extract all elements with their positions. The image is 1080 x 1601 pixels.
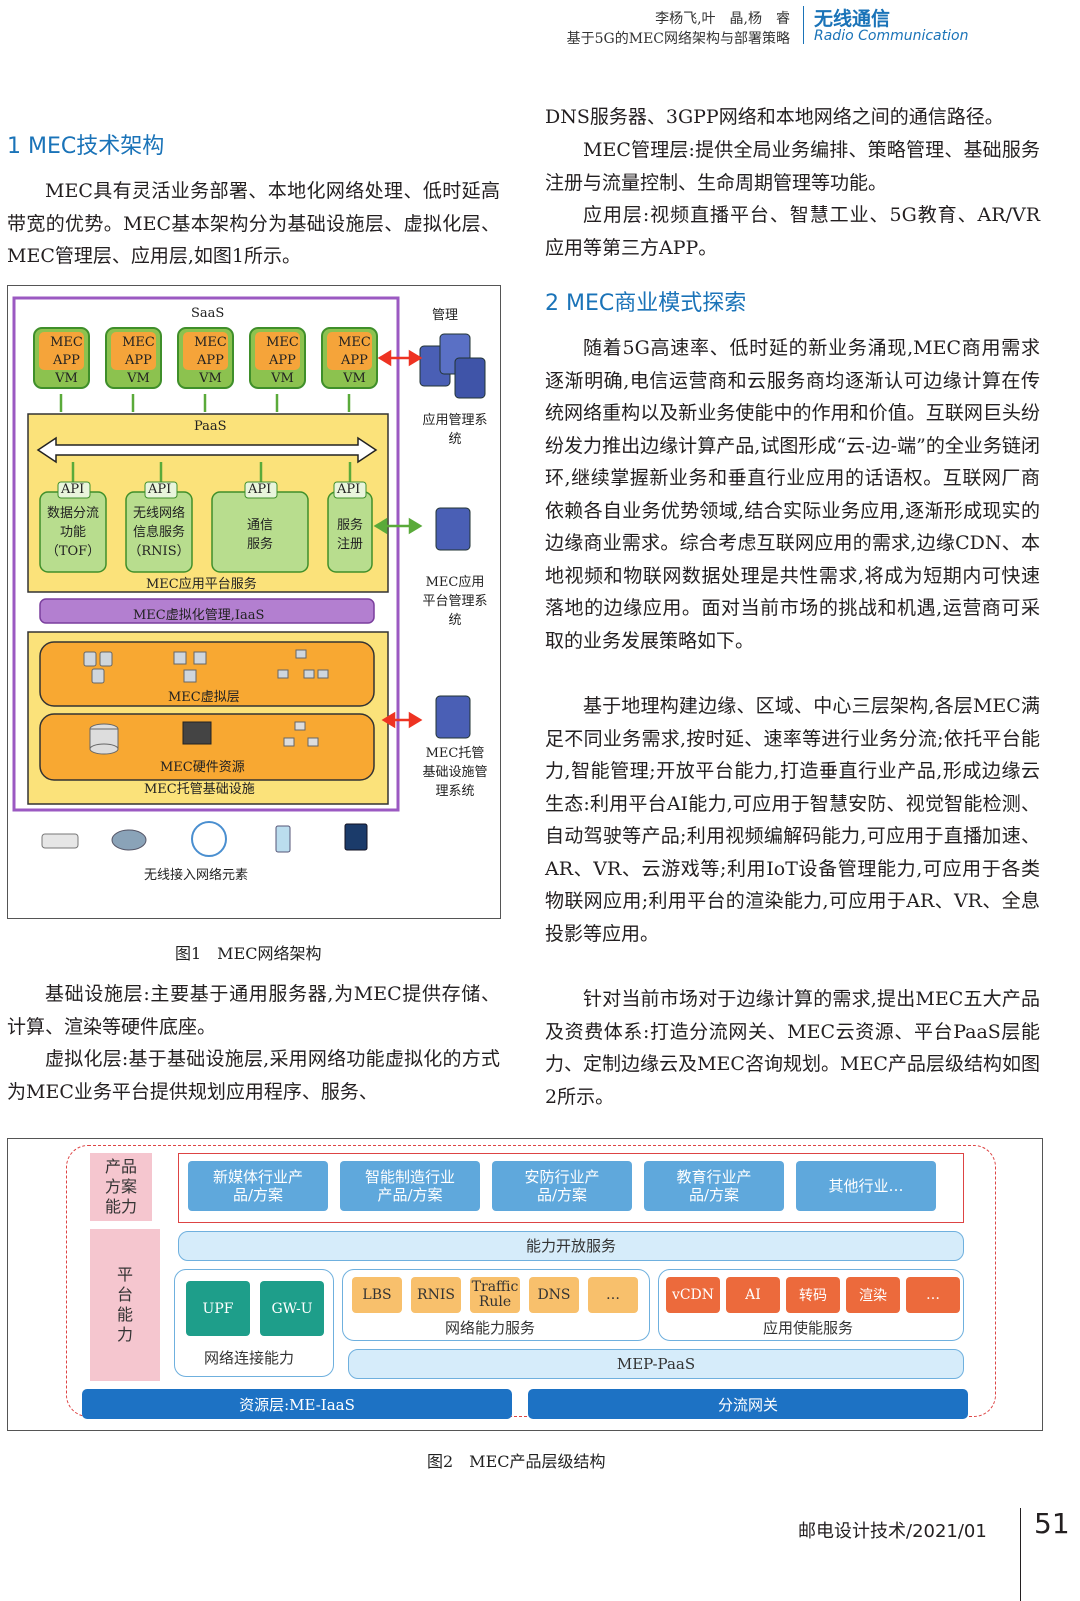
footer-rule xyxy=(1020,1508,1021,1601)
fig2-open-service: 能力开放服务 xyxy=(178,1231,964,1261)
database-icon xyxy=(89,723,119,755)
header-journal-en: Radio Communication xyxy=(814,28,969,44)
fig2-rnis: RNIS xyxy=(411,1277,461,1313)
fig2-transcode: 转码 xyxy=(786,1277,840,1313)
figure-2: 产品方案能力 新媒体行业产品/方案 智能制造行业产品/方案 安防行业产品/方案 … xyxy=(7,1138,1043,1431)
fig1-svc-register: 服务注册 xyxy=(336,518,363,552)
fig2-product-5: 其他行业… xyxy=(796,1161,936,1211)
fig2-product-1: 新媒体行业产品/方案 xyxy=(188,1161,328,1211)
fig1-api-1: API xyxy=(61,482,85,497)
fig2-net-conn-label: 网络连接能力 xyxy=(204,1349,295,1367)
footer-journal: 邮电设计技术/2021/01 xyxy=(798,1521,987,1542)
fig1-paas-label: PaaS xyxy=(194,419,227,434)
fig1-hosting-mgmt: MEC托管基础设施管理系统 xyxy=(422,746,488,799)
fig1-svc-comm: 通信服务 xyxy=(246,518,273,552)
fig2-gwu: GW-U xyxy=(260,1281,324,1336)
fig1-virt-layer: MEC虚拟层 xyxy=(168,690,240,705)
fig2-upf: UPF xyxy=(186,1281,250,1336)
page-number: 51 xyxy=(1034,1507,1070,1540)
fig2-product-4: 教育行业产品/方案 xyxy=(644,1161,784,1211)
server-icons xyxy=(419,333,486,739)
section-2-title: 2 MEC商业模式探索 xyxy=(545,291,747,316)
figure-1-caption: 图1 MEC网络架构 xyxy=(175,944,322,963)
fig1-api-3: API xyxy=(248,482,272,497)
section-1-title: 1 MEC技术架构 xyxy=(7,134,165,159)
section-1-paragraph: MEC具有灵活业务部署、本地化网络处理、低时延高带宽的优势。MEC基本架构分为基… xyxy=(7,180,500,267)
fig2-render: 渲染 xyxy=(846,1277,900,1313)
app-layer-paragraph: 应用层:视频直播平台、智慧工业、5G教育、AR/VR应用等第三方APP。 xyxy=(545,204,1040,259)
section-2-paragraph-1: 随着5G高速率、低时延的新业务涌现,MEC商用需求逐渐明确,电信运营商和云服务商… xyxy=(545,337,1040,652)
virtualization-layer-paragraph: 虚拟化层:基于基础设施层,采用网络功能虚拟化的方式为MEC业务平台提供规划应用程… xyxy=(7,1048,500,1103)
header-divider xyxy=(803,6,804,44)
section-2-paragraph-2: 基于地理构建边缘、区域、中心三层架构,各层MEC满足不同业务需求,按时延、速率等… xyxy=(545,695,1040,945)
fig1-app-mgmt: 应用管理系统 xyxy=(422,413,488,447)
fig2-gateway: 分流网关 xyxy=(528,1389,968,1419)
fig1-api-2: API xyxy=(148,482,172,497)
wireless-icons xyxy=(41,821,368,857)
app-vm-boxes xyxy=(33,327,378,389)
fig1-svc-tof: 数据分流功能（TOF） xyxy=(45,506,101,559)
fig2-platform-label: 平台能力 xyxy=(90,1229,160,1381)
fig2-app-service-label: 应用使能服务 xyxy=(763,1319,854,1337)
fig2-dns: DNS xyxy=(529,1277,579,1313)
fig1-platform-mgmt: MEC应用平台管理系统 xyxy=(422,575,488,628)
fig2-resource-layer: 资源层:ME-IaaS xyxy=(82,1389,512,1419)
fig2-lbs: LBS xyxy=(352,1277,402,1313)
fig2-mep-paas: MEP-PaaS xyxy=(348,1349,964,1379)
header-journal-cn: 无线通信 xyxy=(814,8,891,30)
fig1-platform-service: MEC应用平台服务 xyxy=(146,577,257,592)
network-tree-icon xyxy=(283,721,319,747)
fig2-ai: AI xyxy=(726,1277,780,1313)
infrastructure-layer-paragraph: 基础设施层:主要基于通用服务器,为MEC提供存储、计算、渲染等硬件底座。 xyxy=(7,983,500,1038)
figure-2-caption: 图2 MEC产品层级结构 xyxy=(427,1452,606,1471)
fig2-product-3: 安防行业产品/方案 xyxy=(492,1161,632,1211)
fig1-hw: MEC硬件资源 xyxy=(160,760,245,775)
fig2-app-more: … xyxy=(906,1277,960,1313)
mec-mgmt-layer-paragraph: MEC管理层:提供全局业务编排、策略管理、基础服务注册与流量控制、生命周期管理等… xyxy=(545,139,1040,194)
fig1-virt-mgmt: MEC虚拟化管理,IaaS xyxy=(133,608,265,623)
fig2-product-frame xyxy=(178,1153,964,1223)
figure-1-diagram xyxy=(12,296,486,857)
chip-icon xyxy=(182,721,212,745)
fig1-wireless-label: 无线接入网络元素 xyxy=(144,868,249,883)
fig1-mgmt-label: 管理 xyxy=(432,308,459,323)
header-article-title: 基于5G的MEC网络架构与部署策略 xyxy=(566,31,790,47)
header-authors: 李杨飞,叶 晶,杨 睿 xyxy=(655,11,790,27)
fig1-saas-label: SaaS xyxy=(191,306,225,321)
fig1-svc-rnis: 无线网络信息服务（RNIS） xyxy=(128,506,190,559)
section-2-paragraph-3: 针对当前市场对于边缘计算的需求,提出MEC五大产品及资费体系:打造分流网关、ME… xyxy=(545,988,1040,1108)
fig2-product-label: 产品方案能力 xyxy=(90,1153,152,1221)
fig2-vcdn: vCDN xyxy=(666,1277,720,1313)
fig2-net-service-label: 网络能力服务 xyxy=(445,1319,536,1337)
fig2-product-2: 智能制造行业产品/方案 xyxy=(340,1161,480,1211)
right-col-continuation: DNS服务器、3GPP网络和本地网络之间的通信路径。 xyxy=(545,106,1004,128)
fig1-hosting: MEC托管基础设施 xyxy=(144,782,255,797)
fig1-api-4: API xyxy=(337,482,361,497)
fig2-net-more: … xyxy=(588,1277,638,1313)
fig2-traffic-rule: Traffic Rule xyxy=(470,1277,520,1313)
